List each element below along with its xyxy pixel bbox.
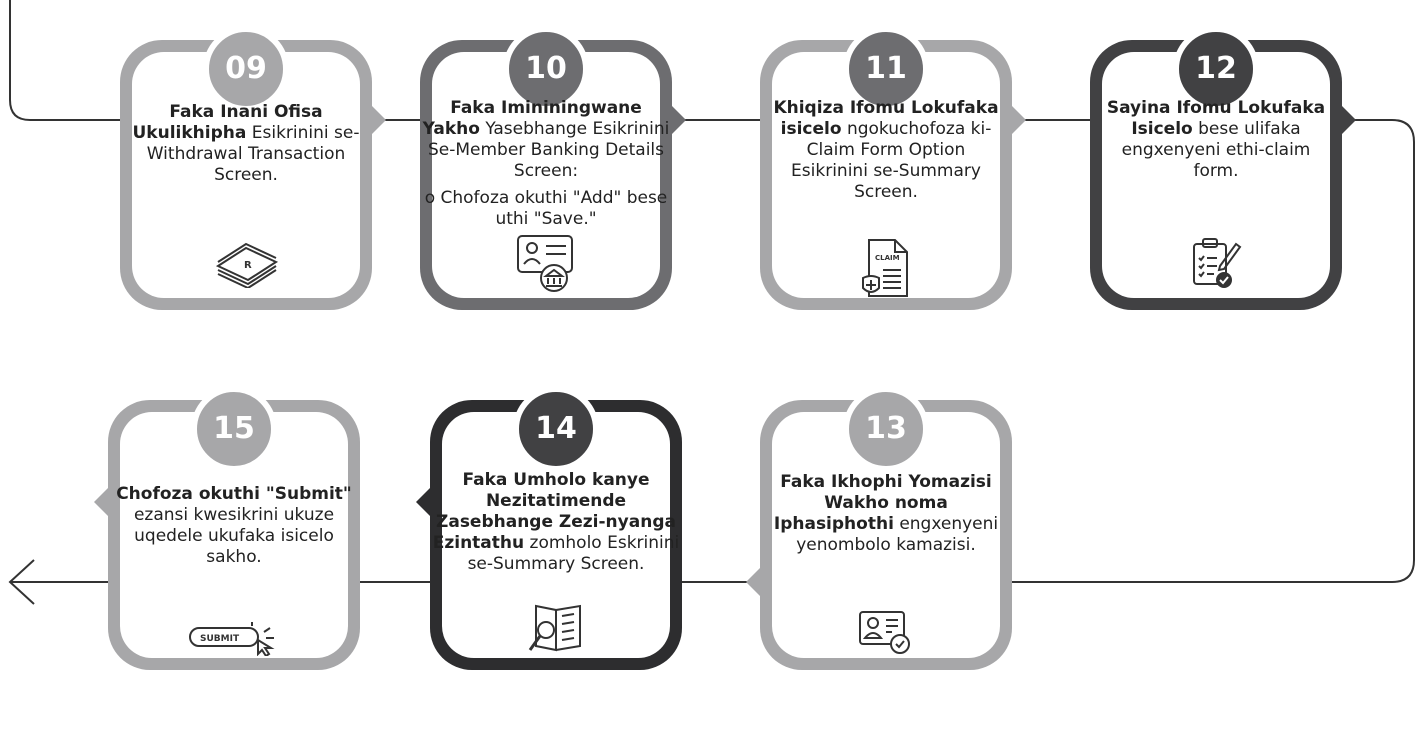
step-number-badge: 09 [203,26,289,112]
step-description: Faka Imininingwane Yakho Yasebhange Esik… [422,98,670,230]
step-text: Esikrinini se-Withdrawal Transaction Scr… [146,123,360,185]
svg-text:CLAIM: CLAIM [875,254,900,262]
step-title: Faka Inani Ofisa Ukulikhipha [132,102,323,143]
step-title: Faka Ikhophi Yomazisi Wakho noma Iphasip… [773,472,992,534]
bank-id-card-icon [517,235,573,292]
step-title: Khiqiza Ifomu Lokufaka isicelo [773,98,999,139]
step-text: zomholo Eskrinini se-Summary Screen. [467,533,680,574]
step-title: Faka Umholo kanye Nezitatimende Zasebhan… [432,470,676,553]
step-text: Yasebhange Esikrinini Se-Member Banking … [427,119,670,181]
step-text: bese ulifaka engxenyeni ethi-claim form. [1121,119,1311,181]
step-text: engxenyeni yenombolo kamazisi. [796,514,999,555]
step-description: Khiqiza Ifomu Lokufaka isicelo ngokuchof… [768,98,1004,203]
claim-document-icon: CLAIM [862,239,908,297]
id-verified-icon [859,611,910,654]
step-title: Sayina Ifomu Lokufaka Isicelo [1106,98,1326,139]
step-description: Faka Ikhophi Yomazisi Wakho noma Iphasip… [764,472,1008,556]
step-card-09: 09 Faka Inani Ofisa Ukulikhipha Esikrini… [120,26,372,310]
flow-arrow [372,106,386,134]
flow-arrow [746,568,760,596]
step-number-badge: 11 [843,26,929,112]
money-stack-icon: R [215,242,279,288]
flow-arrow [1012,106,1026,134]
step-card-10: 10 Faka Imininingwane Yakho Yasebhange E… [420,26,672,310]
flow-arrow [416,488,430,516]
step-number-badge: 14 [513,386,599,472]
submit-click-icon: SUBMIT [189,622,275,656]
flow-arrow [94,488,108,516]
step-number-badge: 10 [503,26,589,112]
flow-arrow [672,106,686,134]
step-number-badge: 12 [1173,26,1259,112]
step-text: ngokuchofoza ki-Claim Form Option Esikri… [791,119,992,202]
step-card-11: 11 Khiqiza Ifomu Lokufaka isicelo ngokuc… [760,26,1012,310]
step-description: Faka Umholo kanye Nezitatimende Zasebhan… [432,470,680,575]
step-title: Faka Imininingwane Yakho [422,98,642,139]
search-document-icon [528,604,581,652]
step-card-15: 15 Chofoza okuthi "Submit" ezansi kwesik… [108,386,360,670]
svg-text:R: R [244,260,252,271]
svg-text:SUBMIT: SUBMIT [200,634,240,644]
step-number-badge: 15 [191,386,277,472]
step-text: ezansi kwesikrini ukuze uqedele ukufaka … [133,505,335,567]
clipboard-sign-icon [1193,238,1242,288]
step-number-badge: 13 [843,386,929,472]
step-card-13: 13 Faka Ikhophi Yomazisi Wakho noma Ipha… [760,386,1012,670]
step-description: Chofoza okuthi "Submit" ezansi kwesikrin… [116,484,352,568]
step-card-14: 14 Faka Umholo kanye Nezitatimende Zaseb… [430,386,682,670]
flow-arrow [1342,106,1356,134]
step-card-12: 12 Sayina Ifomu Lokufaka Isicelo bese ul… [1090,26,1342,310]
step-bullet: o Chofoza okuthi "Add" bese uthi "Save." [424,188,668,229]
step-title: Chofoza okuthi "Submit" [116,484,352,504]
step-description: Faka Inani Ofisa Ukulikhipha Esikrinini … [128,102,364,186]
step-description: Sayina Ifomu Lokufaka Isicelo bese ulifa… [1098,98,1334,182]
